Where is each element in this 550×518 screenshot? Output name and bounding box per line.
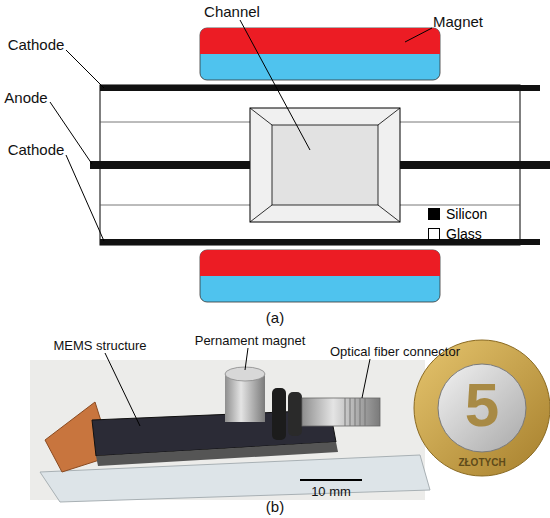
- silicon-anode: [400, 161, 550, 169]
- knurl: [345, 398, 365, 426]
- leader-line: [362, 359, 370, 398]
- channel: [250, 108, 400, 222]
- coin-inscription: ZŁOTYCH: [458, 457, 505, 468]
- electrode-label: Anode: [4, 90, 47, 107]
- connector-holder: [272, 388, 286, 440]
- legend-entry: Silicon: [428, 204, 487, 224]
- scale-bar: [300, 479, 362, 481]
- electrode-label: Cathode: [8, 142, 65, 159]
- magnet-south: [200, 250, 440, 302]
- photo: [30, 360, 430, 502]
- channel-edge: [250, 205, 272, 222]
- magnet-north: [200, 28, 440, 54]
- leader-line: [405, 28, 432, 42]
- magnet-north: [200, 44, 440, 54]
- coin-center: [438, 364, 526, 452]
- leader-line: [240, 20, 310, 150]
- panel-label: (a): [266, 310, 284, 327]
- channel-back: [272, 125, 378, 205]
- chip-stack: [90, 85, 550, 245]
- knurl-line: [365, 398, 366, 426]
- channel-edge: [250, 108, 272, 125]
- legend-text: Silicon: [446, 206, 487, 222]
- channel-edge: [378, 108, 400, 125]
- panel-label: (b): [266, 499, 284, 516]
- silicon-anode: [90, 161, 250, 169]
- part-label: MEMS structure: [53, 339, 146, 353]
- legend: SiliconGlass: [428, 204, 487, 244]
- silicon-cathode: [100, 85, 540, 91]
- leader-lines: [50, 20, 432, 241]
- magnet-north: [200, 250, 440, 276]
- coin: [414, 340, 550, 476]
- photo-leaders: [105, 348, 370, 426]
- part-label: Magnet: [433, 14, 483, 31]
- leader-line: [66, 50, 104, 88]
- mems-chip-side: [96, 442, 338, 466]
- connector-holder: [288, 392, 302, 436]
- legend-entry: Glass: [428, 224, 487, 244]
- magnet-south: [200, 28, 440, 80]
- coin-numeral: 5: [465, 371, 499, 439]
- leader-line: [66, 155, 104, 241]
- knurl-line: [350, 398, 351, 426]
- optical-fiber-connector: [302, 398, 380, 426]
- top-magnet: [200, 28, 440, 80]
- legend-swatch: [428, 208, 440, 220]
- scale-label: 10 mm: [311, 485, 351, 499]
- knurl-line: [345, 398, 346, 426]
- legend-swatch: [428, 228, 440, 240]
- part-label: Channel: [204, 4, 260, 21]
- legend-text: Glass: [446, 226, 482, 242]
- magnet-north: [200, 266, 440, 276]
- part-label: Pernament magnet: [195, 334, 306, 348]
- knurl-line: [360, 398, 361, 426]
- electrode-label: Cathode: [8, 37, 65, 54]
- coin-ring: [414, 340, 550, 476]
- channel-edge: [378, 205, 400, 222]
- knurl-line: [355, 398, 356, 426]
- leader-line: [245, 348, 248, 370]
- part-label: Optical fiber connector: [330, 345, 460, 359]
- leader-line: [105, 353, 140, 426]
- bottom-magnet: [200, 250, 440, 302]
